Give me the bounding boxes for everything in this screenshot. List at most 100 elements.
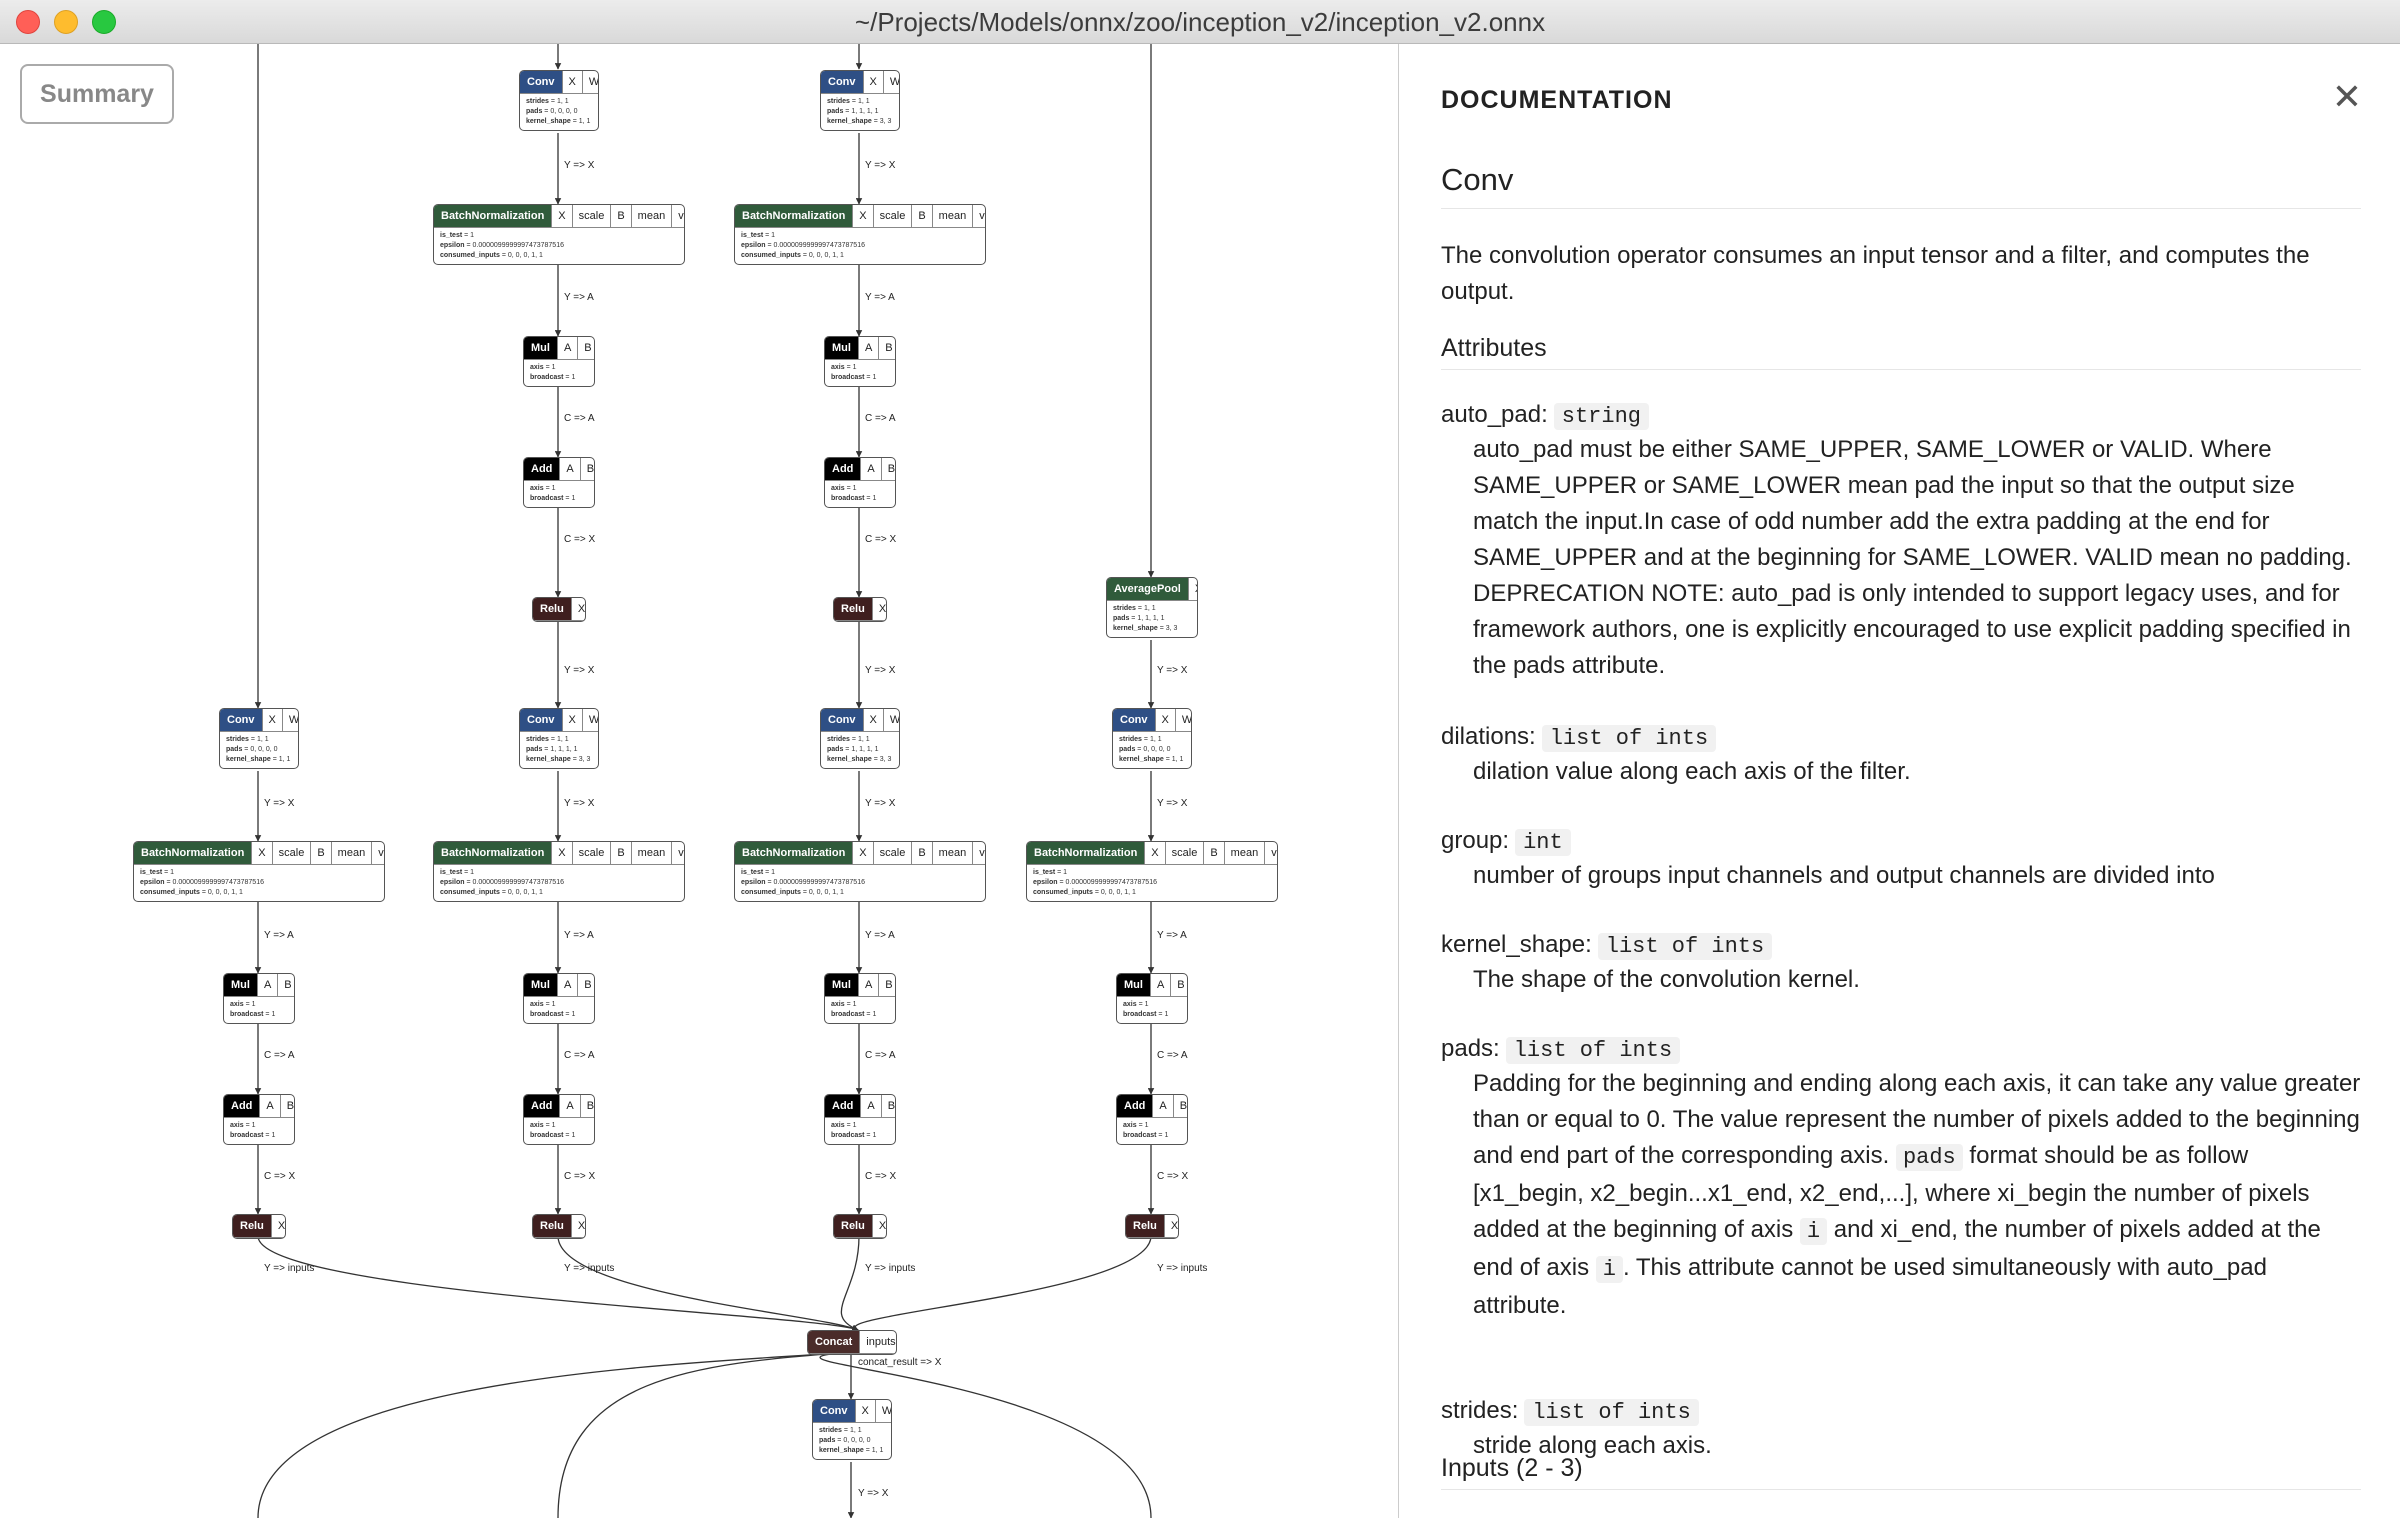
- attr-value: = 1, 1: [851, 98, 870, 105]
- node-input-label: var: [972, 205, 985, 227]
- node-input-label: B: [610, 205, 630, 227]
- attr-name: axis: [530, 1122, 544, 1129]
- attr-name: kernel_shape: [827, 118, 872, 125]
- node-input-label: X: [261, 709, 282, 731]
- attr-name: broadcast: [831, 495, 865, 502]
- node-input-label: var: [671, 205, 684, 227]
- attr-value: = 1: [565, 495, 576, 502]
- attr-value: = 1: [1158, 1132, 1169, 1139]
- node-input-label: B: [878, 974, 895, 996]
- attr-name: axis: [831, 1001, 845, 1008]
- window-zoom-button[interactable]: [92, 10, 116, 34]
- node-input-label: B: [279, 1095, 294, 1117]
- edge-label: Y => inputs: [564, 1263, 615, 1274]
- attribute-description: number of groups input channels and outp…: [1473, 862, 2215, 889]
- description-text: Padding for the beginning and ending alo…: [1473, 1070, 2361, 1169]
- node-input-label: A: [556, 974, 577, 996]
- node-bn[interactable]: BatchNormalizationXscaleBmeanvaris_test …: [1026, 841, 1278, 902]
- attr-value: = 1: [245, 1122, 256, 1129]
- edge-label: Y => X: [1157, 798, 1188, 809]
- edge-label: C => A: [564, 1050, 595, 1061]
- attr-value: = 1: [866, 1132, 877, 1139]
- node-input-label: A: [857, 337, 878, 359]
- attribute-name: kernel_shape:: [1441, 931, 1592, 958]
- node-op-label: Add: [224, 1095, 260, 1117]
- attr-name: consumed_inputs: [440, 889, 500, 896]
- node-bn[interactable]: BatchNormalizationXscaleBmeanvaris_test …: [433, 204, 685, 265]
- node-input-label: B: [577, 974, 594, 996]
- node-input-label: inputs: [859, 1331, 896, 1353]
- node-input-label: X: [270, 1215, 285, 1237]
- attr-value: = 1: [846, 364, 857, 371]
- attr-value: = 1: [164, 869, 175, 876]
- node-input-label: W: [581, 71, 598, 93]
- node-bn[interactable]: BatchNormalizationXscaleBmeanvaris_test …: [734, 841, 986, 902]
- attr-value: = 1: [545, 364, 556, 371]
- node-input-label: X: [1154, 709, 1175, 731]
- node-input-label: B: [880, 458, 895, 480]
- attr-value: = 0, 0, 0, 1, 1: [1094, 889, 1136, 896]
- node-input-label: scale: [571, 205, 611, 227]
- attr-name: epsilon: [741, 242, 766, 249]
- edge-label: Y => A: [564, 292, 594, 303]
- node-input-label: B: [277, 974, 294, 996]
- attribute-type: list of ints: [1505, 1037, 1681, 1064]
- summary-button[interactable]: Summary: [20, 64, 174, 124]
- attr-name: broadcast: [831, 374, 865, 381]
- node-op-label: Conv: [1113, 709, 1155, 731]
- edge-label: C => X: [865, 534, 897, 545]
- window-minimize-button[interactable]: [54, 10, 78, 34]
- node-op-label: Relu: [834, 1215, 872, 1237]
- node-bn[interactable]: BatchNormalizationXscaleBmeanvaris_test …: [433, 841, 685, 902]
- attr-name: pads: [226, 746, 243, 753]
- node-input-label: A: [860, 1095, 880, 1117]
- node-bn[interactable]: BatchNormalizationXscaleBmeanvaris_test …: [734, 204, 986, 265]
- attr-value: = 1, 1: [851, 736, 870, 743]
- node-input-label: W: [882, 709, 899, 731]
- attr-name: broadcast: [530, 374, 564, 381]
- attr-name: consumed_inputs: [741, 252, 801, 259]
- operator-name: Conv: [1441, 162, 2361, 209]
- attr-value: = 1: [846, 485, 857, 492]
- node-bn[interactable]: BatchNormalizationXscaleBmeanvaris_test …: [133, 841, 385, 902]
- node-input-label: X: [862, 71, 883, 93]
- attr-value: = 0, 0, 0, 0: [544, 108, 578, 115]
- node-op-label: BatchNormalization: [434, 205, 552, 227]
- attr-name: consumed_inputs: [741, 889, 801, 896]
- close-icon[interactable]: ✕: [2331, 76, 2362, 117]
- attr-name: epsilon: [440, 242, 465, 249]
- node-input-label: mean: [931, 205, 973, 227]
- node-op-label: Concat: [808, 1331, 860, 1353]
- window-close-button[interactable]: [16, 10, 40, 34]
- attr-value: = 1: [464, 869, 475, 876]
